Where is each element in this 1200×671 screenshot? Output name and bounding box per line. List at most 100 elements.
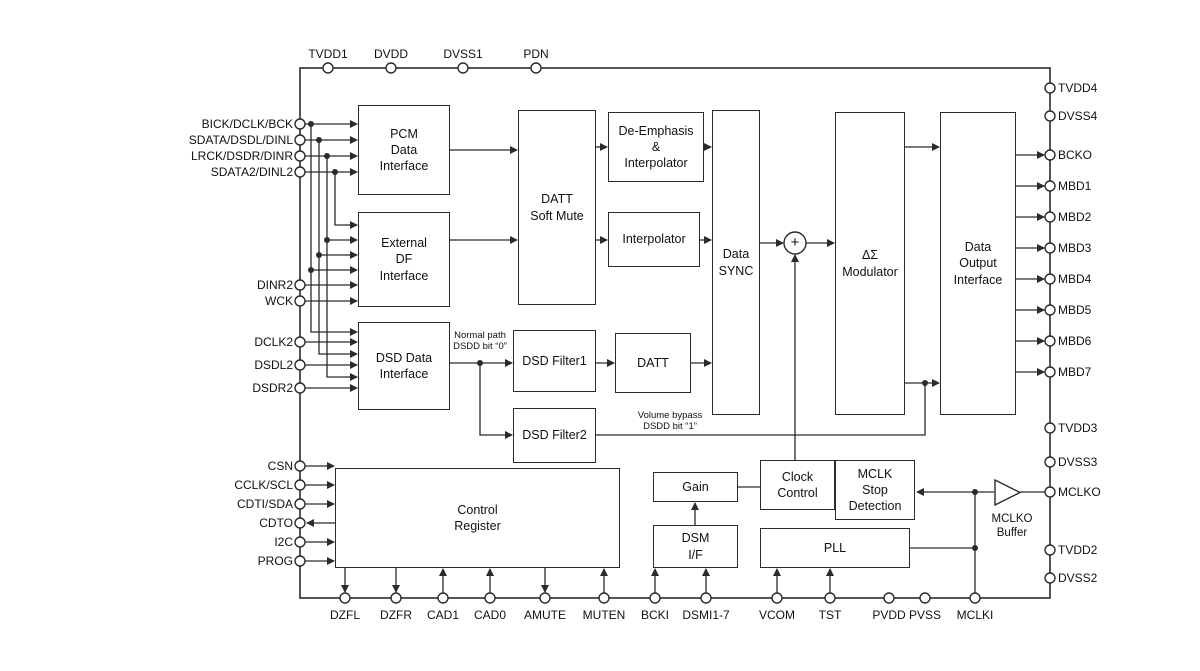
pin-circle: [969, 592, 981, 604]
pin-circle: [294, 150, 306, 162]
pin-circle: [1044, 422, 1056, 434]
pin-circle: [700, 592, 712, 604]
pin-label-pvss: PVSS: [908, 608, 941, 622]
block-de-emphasis-interpolator: De-Emphasis & Interpolator: [608, 112, 704, 182]
pin-label-dvss4: DVSS4: [1058, 109, 1098, 123]
pin-label-tst: TST: [818, 608, 842, 622]
pin-circle: [771, 592, 783, 604]
block-delta-sigma-modulator: ΔΣ Modulator: [835, 112, 905, 415]
pin-label-cclk-scl: CCLK/SCL: [234, 478, 293, 492]
buffer-triangle-icon: [994, 478, 1022, 507]
pin-label-muten: MUTEN: [582, 608, 626, 622]
pin-label-csn: CSN: [267, 459, 293, 473]
pin-circle: [294, 536, 306, 548]
pin-label-mbd3: MBD3: [1058, 241, 1092, 255]
pin-label-sdata2-dinl2: SDATA2/DINL2: [210, 165, 293, 179]
block-pll: PLL: [760, 528, 910, 568]
pin-circle: [385, 62, 397, 74]
pin-circle: [294, 336, 306, 348]
pin-circles: [294, 62, 1056, 604]
block-dsd-data-interface: DSD Data Interface: [358, 322, 450, 410]
chip-outline: [299, 67, 1051, 599]
pin-circle: [294, 460, 306, 472]
block-datt-soft-mute: DATT Soft Mute: [518, 110, 596, 305]
pin-label-dsdl2: DSDL2: [254, 358, 293, 372]
pin-circle: [294, 118, 306, 130]
pin-label-dvdd: DVDD: [373, 47, 408, 61]
pin-label-cdti-sda: CDTI/SDA: [236, 497, 293, 511]
pin-circle: [1044, 366, 1056, 378]
pin-label-cdto: CDTO: [259, 516, 293, 530]
block-datt: DATT: [615, 333, 691, 393]
pin-circle: [649, 592, 661, 604]
pin-label-mbd1: MBD1: [1058, 179, 1092, 193]
pin-label-mclki: MCLKI: [956, 608, 994, 622]
pin-circle: [1044, 211, 1056, 223]
pin-circle: [530, 62, 542, 74]
pin-circle: [1044, 572, 1056, 584]
summing-node-circle: [783, 231, 807, 255]
pin-circle: [883, 592, 895, 604]
block-clock-control: Clock Control: [760, 460, 835, 510]
pin-circle: [294, 555, 306, 567]
pin-label-dzfr: DZFR: [380, 608, 412, 622]
block-mclk-stop-detection: MCLK Stop Detection: [835, 460, 915, 520]
pin-circle: [598, 592, 610, 604]
pin-circle: [294, 382, 306, 394]
pin-circle: [294, 479, 306, 491]
pin-circle: [1044, 149, 1056, 161]
pin-circle: [294, 517, 306, 529]
block-dsm-if: DSM I/F: [653, 525, 738, 568]
pin-label-vcom: VCOM: [759, 608, 795, 622]
mclko-buffer-label: MCLKO Buffer: [991, 513, 1033, 540]
pin-label-dclk2: DCLK2: [254, 335, 293, 349]
pin-label-dinr2: DINR2: [256, 278, 293, 292]
block-data-sync: Data SYNC: [712, 110, 760, 415]
pin-label-mbd4: MBD4: [1058, 272, 1092, 286]
pin-circle: [1044, 82, 1056, 94]
pin-circle: [294, 359, 306, 371]
pin-circle: [294, 166, 306, 178]
pin-label-mbd2: MBD2: [1058, 210, 1092, 224]
pin-label-wck: WCK: [265, 294, 293, 308]
block-dsd-filter2: DSD Filter2: [513, 408, 596, 463]
pin-circle: [539, 592, 551, 604]
pin-circle: [824, 592, 836, 604]
pin-circle: [294, 295, 306, 307]
pin-label-dsdr2: DSDR2: [252, 381, 293, 395]
pin-label-cad1: CAD1: [426, 608, 459, 622]
pin-label-dvss1: DVSS1: [443, 47, 483, 61]
pin-circle: [339, 592, 351, 604]
pin-label-amute: AMUTE: [524, 608, 566, 622]
pin-label-dzfl: DZFL: [330, 608, 360, 622]
pin-label-tvdd3: TVDD3: [1058, 421, 1098, 435]
pin-label-pdn: PDN: [523, 47, 549, 61]
pin-circle: [1044, 110, 1056, 122]
pin-label-mbd6: MBD6: [1058, 334, 1092, 348]
pin-circle: [1044, 304, 1056, 316]
pin-circle: [1044, 486, 1056, 498]
summing-node-label: +: [790, 234, 800, 251]
pin-circle: [1044, 456, 1056, 468]
pin-label-dvss3: DVSS3: [1058, 455, 1098, 469]
pin-circle: [1044, 180, 1056, 192]
pin-label-mclko: MCLKO: [1058, 485, 1101, 499]
pin-circle: [294, 498, 306, 510]
pin-label-tvdd2: TVDD2: [1058, 543, 1098, 557]
block-data-output-interface: Data Output Interface: [940, 112, 1016, 415]
pin-circle: [322, 62, 334, 74]
block-external-df-interface: External DF Interface: [358, 212, 450, 307]
pin-label-cad0: CAD0: [473, 608, 506, 622]
pin-label-mbd5: MBD5: [1058, 303, 1092, 317]
pin-label-tvdd1: TVDD1: [308, 47, 348, 61]
pin-label-lrck-dsdr-dinr: LRCK/DSDR/DINR: [190, 149, 293, 163]
junction-dots: [308, 121, 978, 551]
pin-label-bcko: BCKO: [1058, 148, 1093, 162]
pin-circle: [457, 62, 469, 74]
block-dsd-filter1: DSD Filter1: [513, 330, 596, 392]
block-control-register: Control Register: [335, 468, 620, 568]
pin-label-bcki: BCKI: [640, 608, 669, 622]
pin-label-i2c: I2C: [274, 535, 293, 549]
